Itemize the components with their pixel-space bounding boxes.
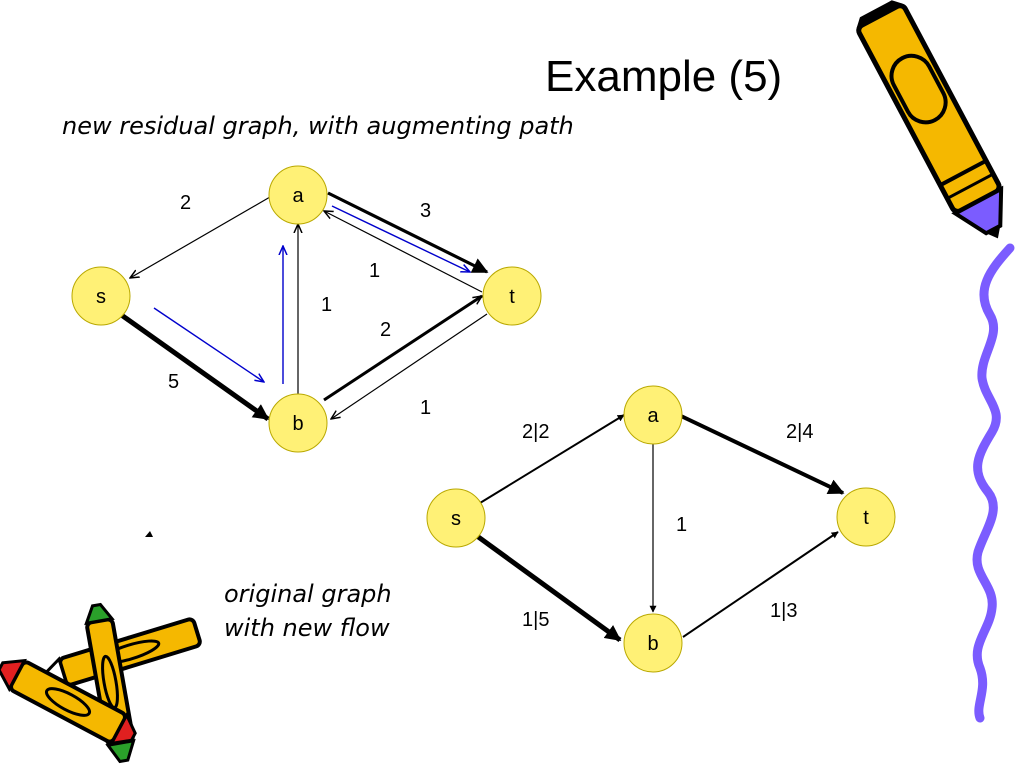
residual-edge-t-a: [324, 211, 483, 293]
slide-title: Example (5): [545, 52, 783, 101]
flow-label-s-b: 1|5: [522, 609, 549, 631]
residual-label-b-a: 1: [321, 294, 332, 316]
flow-label-a-b: 1: [676, 514, 687, 536]
residual-label-a-t: 3: [420, 200, 431, 222]
flow-label-s-a: 2|2: [522, 421, 549, 443]
residual-graph: 2 3 1 1 2 5 1 a s t b: [71, 165, 542, 453]
residual-label-t-a: 1: [369, 260, 380, 282]
flow-node-t: t: [836, 487, 896, 547]
flow-node-a-label: a: [647, 405, 659, 427]
crayons-icon: [0, 602, 202, 764]
flow-node-t-label: t: [863, 507, 869, 529]
residual-label-t-b: 1: [420, 397, 431, 419]
augmenting-path-s-b: [153, 307, 264, 382]
residual-node-s: s: [71, 266, 131, 326]
residual-edge-s-b: [118, 311, 270, 422]
residual-label-s-b: 5: [168, 371, 179, 393]
flow-node-a: a: [623, 385, 683, 445]
flow-node-s-label: s: [451, 508, 461, 530]
residual-node-t: t: [482, 266, 542, 326]
residual-node-s-label: s: [96, 286, 106, 308]
residual-edge-t-b: [331, 313, 488, 419]
squiggle-decoration: [972, 243, 1015, 723]
flow-edge-a-t: [680, 414, 845, 495]
crayon-icon: [856, 0, 1004, 239]
flow-node-b: b: [623, 613, 683, 673]
flow-edge-s-b: [475, 533, 622, 643]
residual-node-t-label: t: [509, 286, 515, 308]
stray-mark: [145, 531, 153, 537]
caption-line-2: with new flow: [224, 614, 390, 642]
residual-edge-a-t: [327, 191, 489, 274]
residual-label-a-s: 2: [180, 192, 191, 214]
flow-label-a-t: 2|4: [786, 421, 813, 443]
residual-node-b: b: [268, 393, 328, 453]
flow-node-s: s: [426, 488, 486, 548]
caption-line-1: original graph: [224, 580, 392, 608]
residual-node-b-label: b: [292, 413, 303, 435]
residual-label-b-t: 2: [380, 319, 391, 341]
flow-edge-s-a: [479, 414, 625, 504]
flow-node-b-label: b: [647, 633, 658, 655]
augmenting-path-a-t: [331, 205, 470, 272]
flow-label-b-t: 1|3: [770, 600, 797, 622]
residual-node-a: a: [268, 165, 328, 225]
flow-graph: 2|2 2|4 1 1|5 1|3 a s t b: [426, 385, 896, 673]
flow-edge-b-t: [682, 531, 839, 638]
residual-node-a-label: a: [292, 185, 304, 207]
slide-subtitle: new residual graph, with augmenting path: [62, 112, 574, 140]
residual-edge-b-t: [323, 294, 482, 402]
residual-edge-a-s: [130, 196, 271, 278]
